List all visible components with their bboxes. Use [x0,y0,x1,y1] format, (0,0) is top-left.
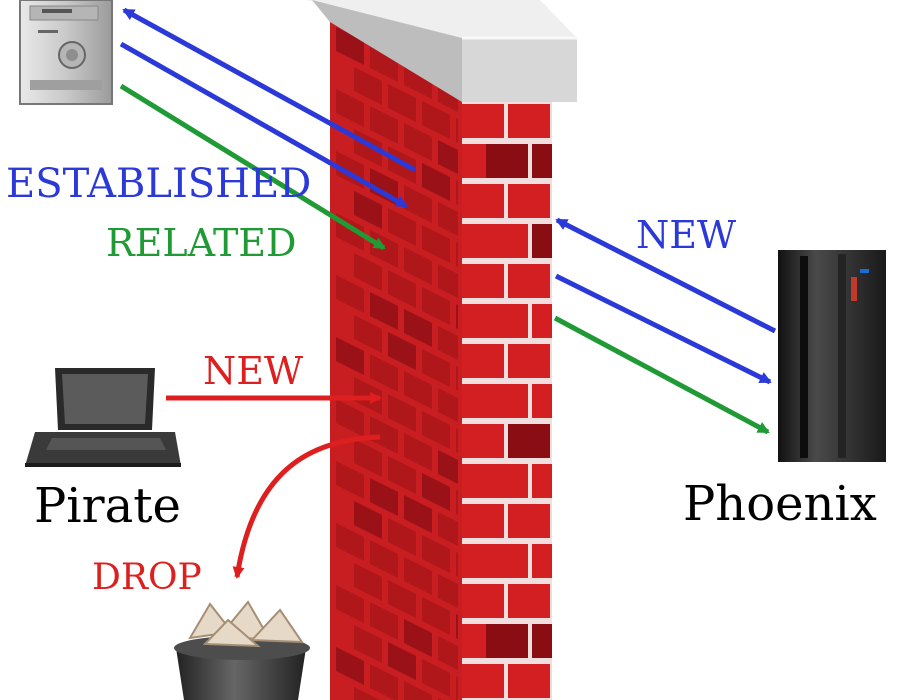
new-inbound-arrow [555,217,777,334]
related-to-server-arrow [553,315,770,435]
pirate-label: Pirate [34,478,181,534]
wall-cap-front [462,38,577,102]
related-label: RELATED [106,221,297,265]
established-label: ESTABLISHED [6,161,312,207]
wall-cap-side [312,0,462,102]
arrows [119,7,777,579]
established-forward-arrow [119,41,408,209]
rack-server-icon [778,250,886,462]
established-return-arrow [122,7,417,173]
established-to-server-arrow [554,273,772,385]
pirate-new-label: NEW [203,349,304,393]
phoenix-label: Phoenix [683,476,877,532]
drop-label: DROP [92,557,202,598]
new-inbound-label: NEW [636,213,737,257]
wall-front-bricks [462,104,552,698]
drop-arrow [232,434,381,579]
wall-cap-top [306,0,577,38]
trash-bin-icon [174,600,310,700]
firewall-wall [306,0,577,700]
related-forward-arrow [119,83,386,251]
desktop-computer-icon [19,0,113,105]
laptop-icon [25,368,181,467]
